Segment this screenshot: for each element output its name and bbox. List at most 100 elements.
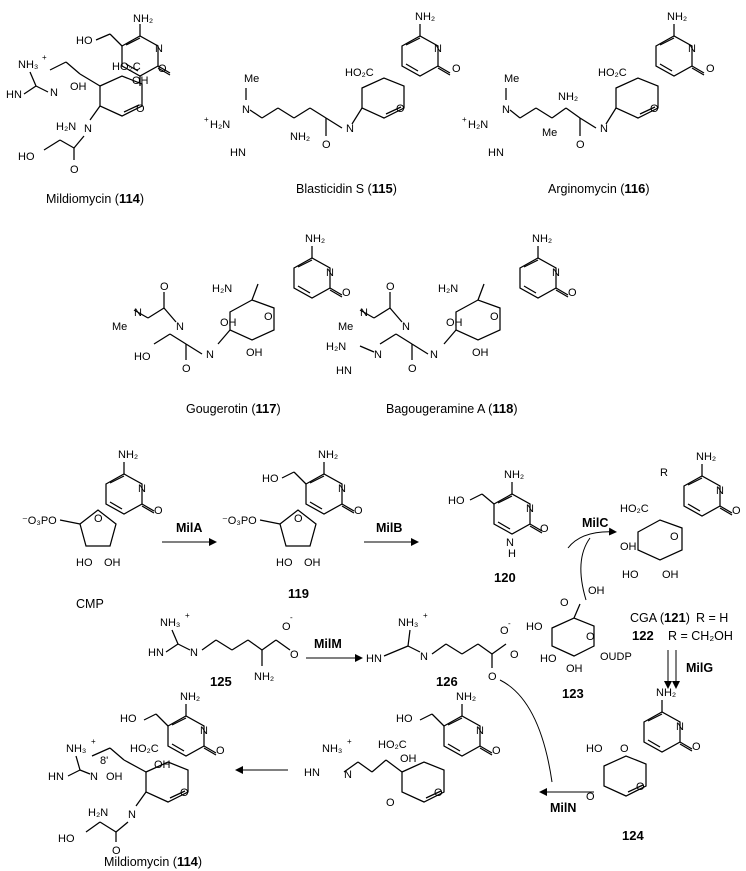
- atom-hn: HN: [230, 147, 246, 159]
- atom-n: N: [434, 43, 442, 55]
- atom-o: O: [264, 311, 273, 323]
- atom-nh2: NH₂: [504, 469, 524, 481]
- label-125: 125: [210, 674, 232, 689]
- atom-me: Me: [504, 73, 519, 85]
- atom-o: O: [94, 513, 103, 525]
- atom-o: O: [136, 103, 145, 115]
- atom-o: O: [620, 743, 629, 755]
- label-bagougeramine: Bagougeramine A (118): [386, 401, 517, 416]
- atom-o: O: [500, 625, 509, 637]
- structure-126: NH₃ + HN N O O - O: [366, 611, 519, 683]
- structure-mildiomycin-top: NH₂ O N HO O HO₂C OH OH NH₃ + HN N N O H…: [6, 13, 171, 176]
- atom-ho2c: HO₂C: [112, 61, 141, 73]
- atom-nh2: NH₂: [667, 11, 687, 23]
- atom-nh: N: [402, 321, 410, 333]
- atom-n: N: [526, 503, 534, 515]
- atom-n: N: [716, 485, 724, 497]
- atom-ho: HO: [58, 833, 75, 845]
- atom-oh: OH: [70, 81, 87, 93]
- atom-ho: HO: [76, 35, 93, 47]
- atom-o: O: [540, 523, 549, 535]
- label-gougerotin: Gougerotin (117): [186, 401, 281, 416]
- atom-o: O: [692, 741, 701, 753]
- atom-o: O: [492, 745, 501, 757]
- atom-nh2: NH₂: [290, 131, 310, 143]
- atom-o: O: [586, 791, 595, 803]
- atom-o: O: [586, 631, 595, 643]
- label-122: 122: [632, 628, 654, 643]
- atom-oh: OH: [132, 75, 149, 87]
- atom-nh2: NH₂: [656, 687, 676, 699]
- label-mildiomycin-bottom: Mildiomycin (114): [104, 854, 202, 869]
- structure-gougerotin: NH₂ O N O H₂N OH OH N O N HO O Me N: [112, 233, 351, 375]
- atom-ho2c: HO₂C: [345, 67, 374, 79]
- atom-ho2c: HO₂C: [620, 503, 649, 515]
- atom-o: O: [488, 671, 497, 683]
- atom-n-h: N: [344, 769, 352, 781]
- atom-nh: N: [430, 349, 438, 361]
- atom-h2n: H₂N: [210, 119, 230, 131]
- label-mildiomycin-top: Mildiomycin (114): [46, 191, 144, 206]
- atom-h2n: H₂N: [212, 283, 232, 295]
- atom-n: N: [134, 307, 142, 319]
- atom-o: O: [354, 505, 363, 517]
- atom-oh: OH: [588, 585, 605, 597]
- atom-oh: OH: [662, 569, 679, 581]
- atom-n-h: N: [90, 771, 98, 783]
- atom-o: O: [576, 139, 585, 151]
- atom-ho: HO: [276, 557, 293, 569]
- structure-125: NH₃ + HN N O - O NH₂: [148, 611, 299, 683]
- label-blasticidin: Blasticidin S (115): [296, 181, 397, 196]
- atom-o: O: [732, 505, 741, 517]
- arrow-miln-branch: [499, 679, 553, 783]
- atom-ho2c: HO₂C: [130, 743, 159, 755]
- atom-n: N: [155, 43, 163, 55]
- atom-h2n: H₂N: [468, 119, 488, 131]
- atom-me: Me: [112, 321, 127, 333]
- atom-n: N: [200, 725, 208, 737]
- atom-o: O: [216, 745, 225, 757]
- label-arginomycin: Arginomycin (116): [548, 181, 650, 196]
- atom-h2n: H₂N: [326, 341, 346, 353]
- structure-119: NH₂ O N HO O ⁻O₃PO HO OH: [222, 449, 363, 569]
- label-cga-r: R = H: [696, 611, 728, 625]
- charge-plus: +: [204, 115, 209, 124]
- atom-o: O: [112, 845, 121, 857]
- charge-minus: -: [508, 619, 511, 628]
- atom-o: O: [154, 505, 163, 517]
- atom-o: O: [386, 281, 395, 293]
- atom-oh: OH: [446, 317, 463, 329]
- atom-o: O: [290, 649, 299, 661]
- charge-plus: +: [185, 611, 190, 620]
- charge-plus: +: [347, 737, 352, 746]
- atom-nh: N: [128, 809, 136, 821]
- atom-nh2: NH₂: [254, 671, 274, 683]
- atom-o: O: [490, 311, 499, 323]
- atom-n: N: [502, 104, 510, 116]
- atom-o: O: [560, 597, 569, 609]
- atom-h2n: H₂N: [56, 121, 76, 133]
- charge-plus: +: [462, 115, 467, 124]
- atom-o: O: [434, 787, 443, 799]
- structure-bagougeramine: NH₂ O N O H₂N OH OH N O N N H₂N HN O Me …: [326, 233, 577, 377]
- atom-n: N: [138, 483, 146, 495]
- atom-oh: OH: [220, 317, 237, 329]
- atom-hn: HN: [488, 147, 504, 159]
- atom-oh: OH: [104, 557, 121, 569]
- atom-c8: 8': [100, 755, 108, 767]
- atom-o: O: [182, 363, 191, 375]
- atom-hn: HN: [304, 767, 320, 779]
- atom-oh: OH: [246, 347, 263, 359]
- atom-n-h: N: [420, 651, 428, 663]
- atom-o: O: [386, 797, 395, 809]
- structure-cga: NH₂ O N R O HO₂C OH HO OH: [620, 451, 741, 581]
- arrow-milc-branch: [580, 537, 591, 601]
- atom-n-h: N: [190, 647, 198, 659]
- atom-nh: N: [84, 123, 92, 135]
- atom-o: O: [70, 164, 79, 176]
- atom-n: N: [242, 104, 250, 116]
- label-119: 119: [288, 586, 309, 601]
- atom-nh2: NH₂: [532, 233, 552, 245]
- atom-o: O: [568, 287, 577, 299]
- atom-nh2: NH₂: [415, 11, 435, 23]
